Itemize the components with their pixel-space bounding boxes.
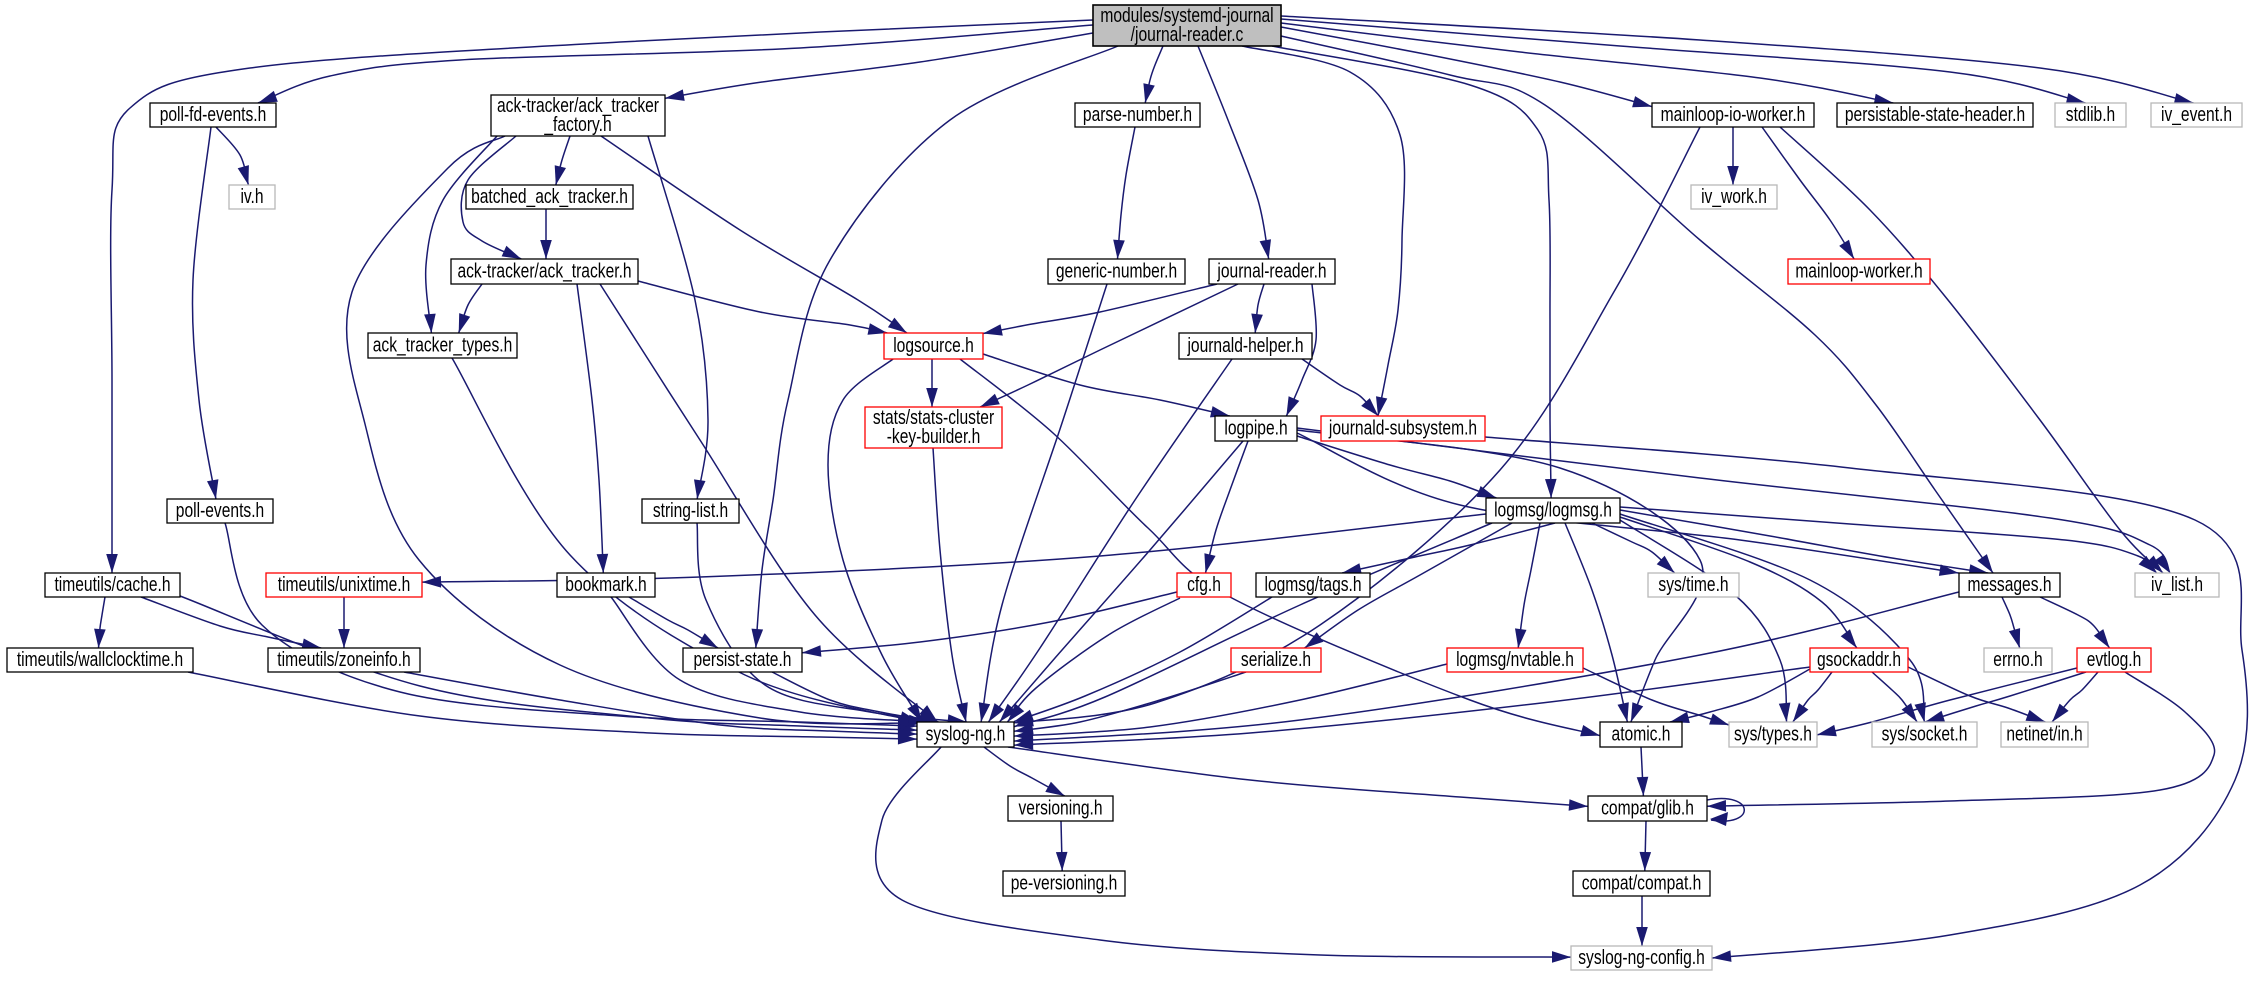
svg-text:sys/types.h: sys/types.h: [1734, 723, 1812, 745]
svg-text:poll-events.h: poll-events.h: [176, 499, 264, 521]
svg-text:stdlib.h: stdlib.h: [2066, 103, 2115, 125]
svg-text:cfg.h: cfg.h: [1187, 573, 1221, 595]
svg-text:pe-versioning.h: pe-versioning.h: [1011, 872, 1118, 894]
svg-text:gsockaddr.h: gsockaddr.h: [1817, 648, 1901, 670]
svg-text:logmsg/tags.h: logmsg/tags.h: [1264, 573, 1361, 595]
svg-text:persist-state.h: persist-state.h: [694, 648, 792, 670]
svg-text:sys/time.h: sys/time.h: [1658, 573, 1728, 595]
svg-text:/journal-reader.c: /journal-reader.c: [1131, 23, 1244, 45]
svg-text:mainloop-worker.h: mainloop-worker.h: [1795, 260, 1922, 282]
svg-text:string-list.h: string-list.h: [653, 499, 728, 521]
svg-text:compat/glib.h: compat/glib.h: [1601, 797, 1694, 819]
svg-text:ack-tracker/ack_tracker: ack-tracker/ack_tracker: [497, 94, 659, 117]
svg-text:-key-builder.h: -key-builder.h: [887, 425, 981, 447]
svg-text:logsource.h: logsource.h: [893, 334, 974, 356]
svg-text:iv_list.h: iv_list.h: [2151, 573, 2203, 596]
svg-text:messages.h: messages.h: [1967, 573, 2051, 595]
svg-text:modules/systemd-journal: modules/systemd-journal: [1100, 4, 1273, 26]
svg-text:iv.h: iv.h: [240, 185, 263, 207]
svg-text:journald-subsystem.h: journald-subsystem.h: [1328, 417, 1477, 439]
svg-text:timeutils/unixtime.h: timeutils/unixtime.h: [278, 573, 411, 595]
svg-text:timeutils/wallclocktime.h: timeutils/wallclocktime.h: [17, 648, 183, 670]
svg-text:iv_event.h: iv_event.h: [2161, 103, 2232, 126]
svg-text:generic-number.h: generic-number.h: [1056, 260, 1177, 282]
svg-text:logmsg/logmsg.h: logmsg/logmsg.h: [1494, 499, 1612, 521]
svg-text:persistable-state-header.h: persistable-state-header.h: [1845, 103, 2025, 125]
svg-text:ack_tracker_types.h: ack_tracker_types.h: [373, 334, 513, 357]
svg-text:serialize.h: serialize.h: [1241, 648, 1311, 670]
svg-text:mainloop-io-worker.h: mainloop-io-worker.h: [1661, 103, 1806, 125]
svg-text:timeutils/cache.h: timeutils/cache.h: [54, 573, 170, 595]
svg-text:journal-reader.h: journal-reader.h: [1217, 260, 1327, 282]
svg-text:evtlog.h: evtlog.h: [2087, 648, 2142, 670]
svg-text:logmsg/nvtable.h: logmsg/nvtable.h: [1456, 648, 1574, 670]
svg-text:logpipe.h: logpipe.h: [1224, 417, 1287, 439]
svg-text:iv_work.h: iv_work.h: [1701, 185, 1767, 208]
svg-text:errno.h: errno.h: [1993, 648, 2042, 670]
svg-text:stats/stats-cluster: stats/stats-cluster: [873, 406, 994, 428]
svg-text:sys/socket.h: sys/socket.h: [1882, 723, 1968, 745]
svg-text:atomic.h: atomic.h: [1612, 723, 1671, 745]
svg-text:_factory.h: _factory.h: [543, 113, 611, 136]
svg-text:syslog-ng.h: syslog-ng.h: [926, 723, 1006, 745]
svg-text:syslog-ng-config.h: syslog-ng-config.h: [1578, 946, 1705, 968]
svg-text:compat/compat.h: compat/compat.h: [1582, 872, 1702, 894]
svg-text:netinet/in.h: netinet/in.h: [2006, 723, 2082, 745]
svg-text:journald-helper.h: journald-helper.h: [1187, 334, 1304, 356]
svg-text:versioning.h: versioning.h: [1018, 797, 1102, 819]
svg-text:batched_ack_tracker.h: batched_ack_tracker.h: [471, 185, 628, 208]
svg-text:ack-tracker/ack_tracker.h: ack-tracker/ack_tracker.h: [457, 260, 631, 283]
svg-text:parse-number.h: parse-number.h: [1083, 103, 1192, 125]
svg-text:poll-fd-events.h: poll-fd-events.h: [160, 103, 267, 125]
svg-text:timeutils/zoneinfo.h: timeutils/zoneinfo.h: [277, 648, 410, 670]
svg-text:bookmark.h: bookmark.h: [565, 573, 646, 595]
